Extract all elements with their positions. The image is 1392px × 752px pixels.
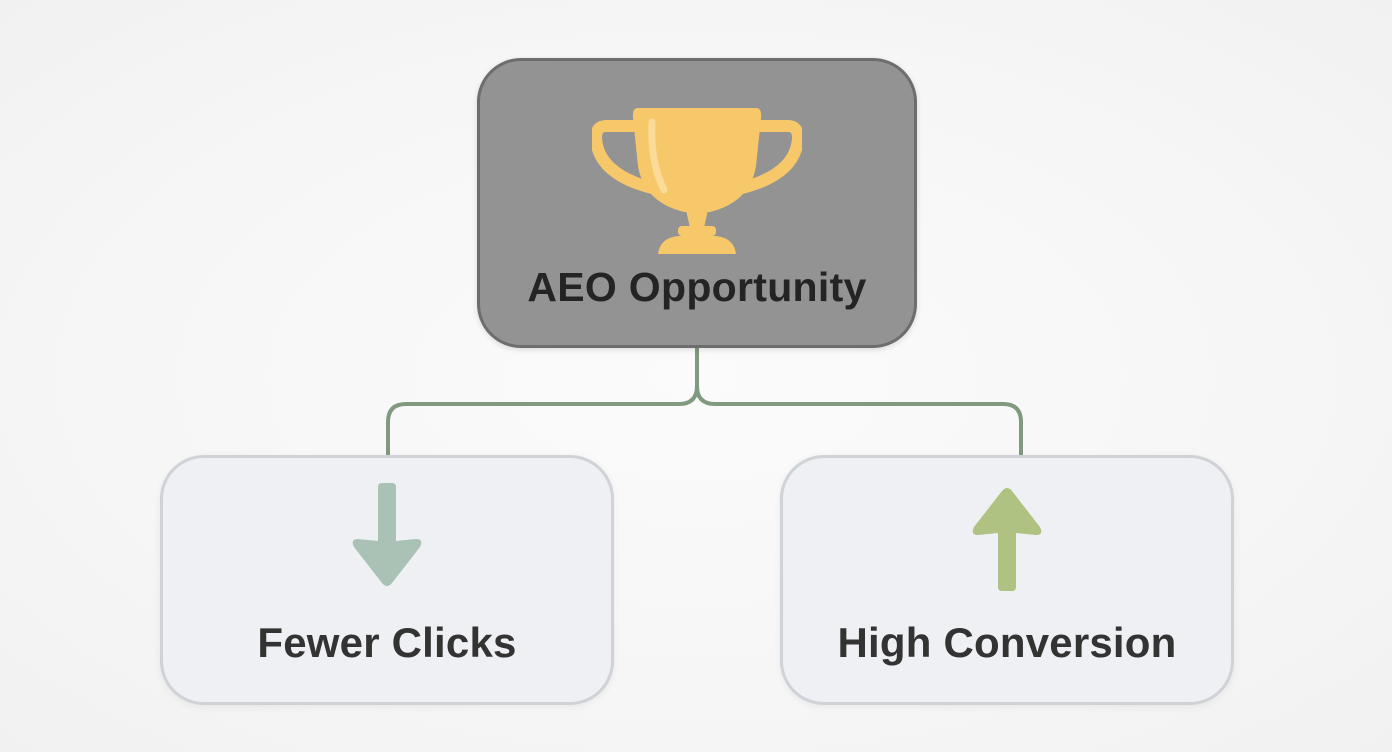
root-node-aeo-opportunity: AEO Opportunity <box>477 58 917 348</box>
child-node-high-conversion: High Conversion <box>780 455 1234 705</box>
child-node-label-high-conversion: High Conversion <box>837 619 1177 666</box>
arrow-down-icon <box>342 481 432 593</box>
child-node-fewer-clicks: Fewer Clicks <box>160 455 614 705</box>
root-node-label: AEO Opportunity <box>527 263 867 310</box>
trophy-icon <box>592 102 802 258</box>
arrow-up-icon <box>962 481 1052 593</box>
connector-trunk <box>386 346 699 459</box>
connector-right-branch <box>695 384 1023 459</box>
child-node-label-fewer-clicks: Fewer Clicks <box>257 619 517 666</box>
